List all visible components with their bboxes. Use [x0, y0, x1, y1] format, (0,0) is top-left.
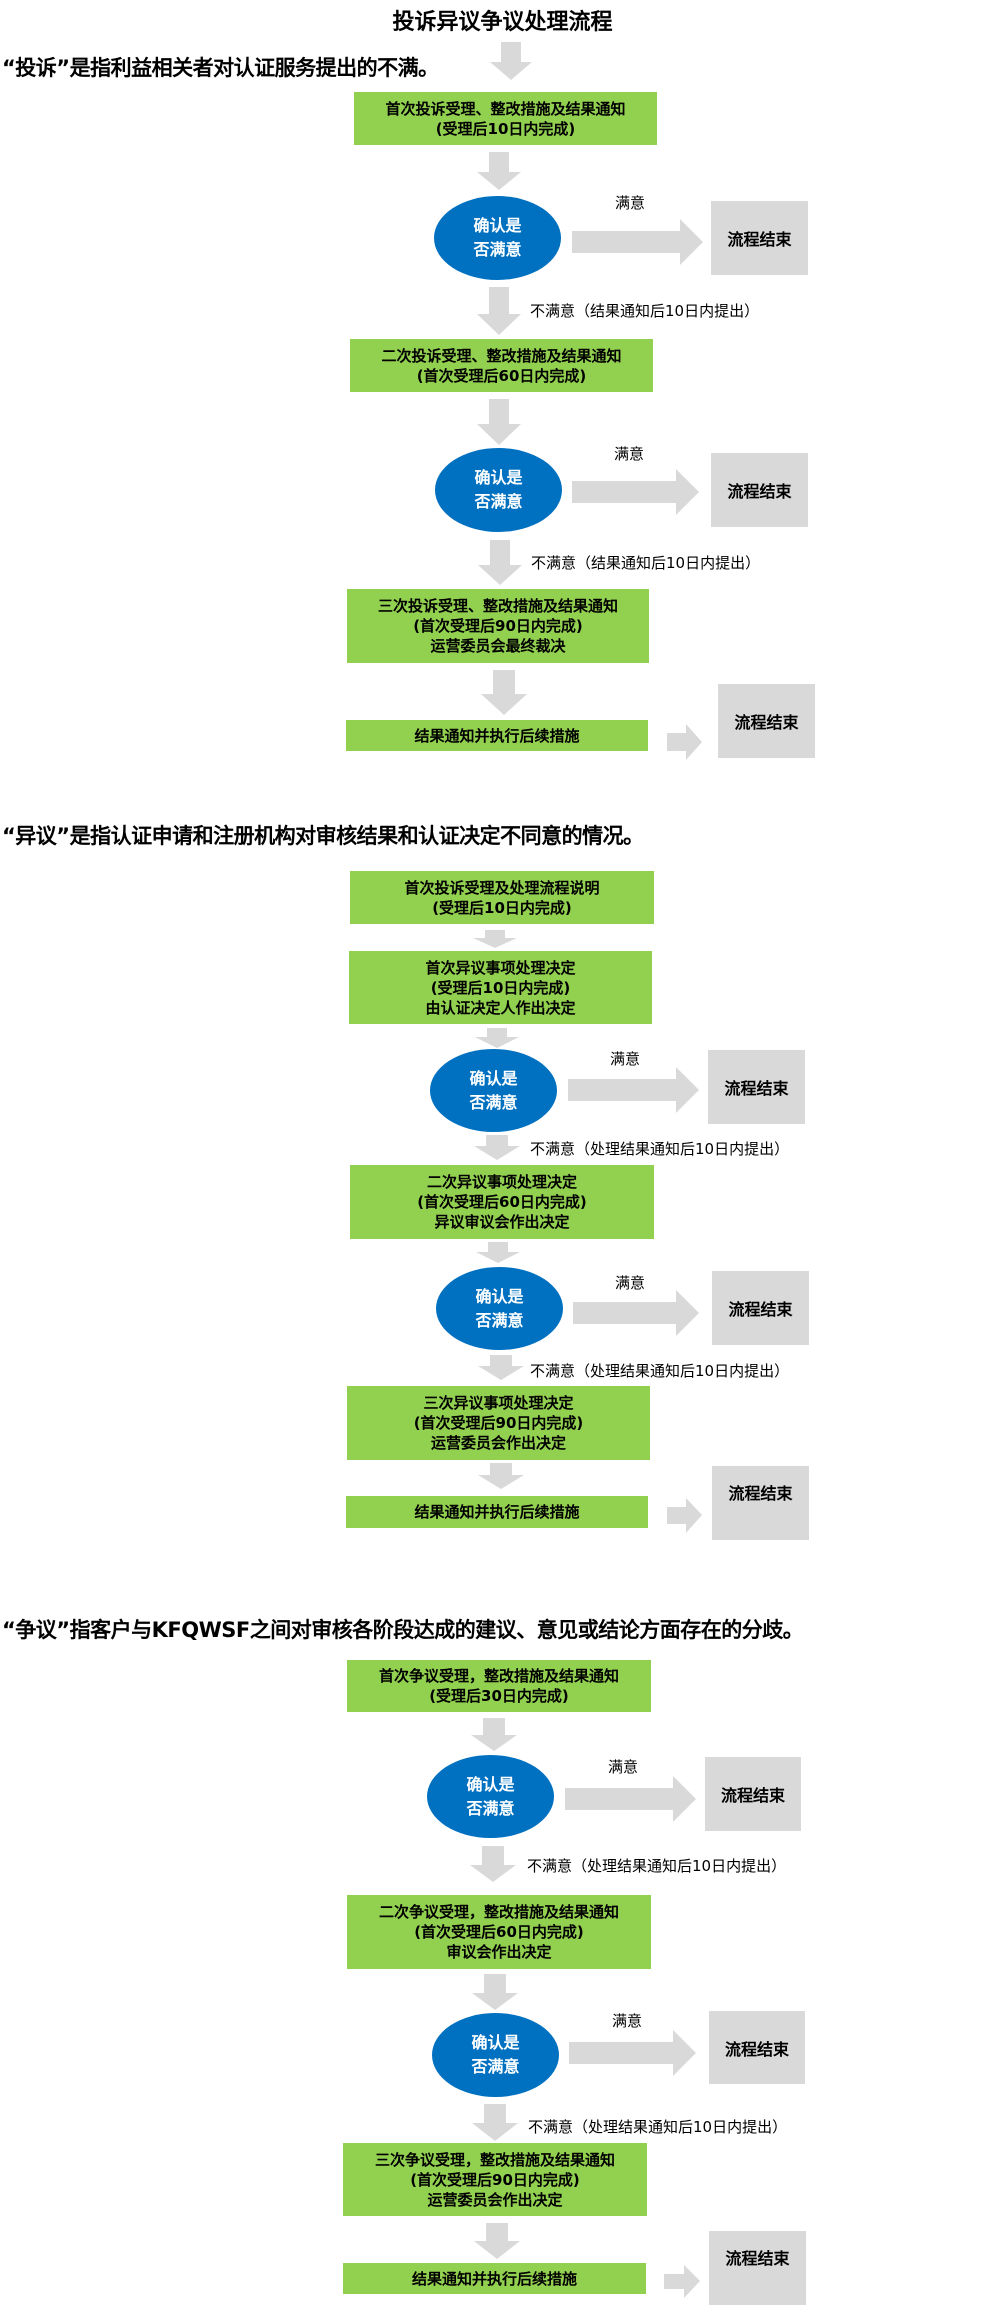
down-arrow-icon: [478, 540, 522, 585]
section-objection-heading: “异议”是指认证申请和注册机构对审核结果和认证决定不同意的情况。: [2, 824, 644, 848]
end-box: 流程结束: [709, 2011, 805, 2084]
section-dispute-heading: “争议”指客户与KFQWSF之间对审核各阶段达成的建议、意见或结论方面存在的分歧…: [2, 1618, 804, 1642]
objection-step-final: 结果通知并执行后续措施: [346, 1496, 648, 1528]
objection-step-3: 二次异议事项处理决定 (首次受理后60日内完成) 异议审议会作出决定: [350, 1165, 654, 1239]
down-arrow-icon: [478, 1355, 524, 1380]
objection-decision-2: 确认是 否满意: [436, 1267, 563, 1350]
section-complaint-heading: “投诉”是指利益相关者对认证服务提出的不满。: [2, 56, 439, 80]
objection-step-2: 首次异议事项处理决定 (受理后10日内完成) 由认证决定人作出决定: [349, 951, 652, 1024]
satisfied-label: 满意: [615, 194, 646, 212]
end-box: 流程结束: [712, 1271, 809, 1345]
right-arrow-icon: [573, 1290, 699, 1336]
unsatisfied-label: 不满意（处理结果通知后10日内提出）: [528, 2118, 788, 2136]
end-box: 流程结束: [709, 2231, 806, 2305]
right-arrow-icon: [565, 1776, 696, 1822]
right-arrow-icon: [667, 724, 702, 760]
complaint-step-final: 结果通知并执行后续措施: [346, 720, 648, 751]
dispute-step-3: 三次争议受理，整改措施及结果通知 (首次受理后90日内完成) 运营委员会作出决定: [343, 2143, 647, 2216]
unsatisfied-label: 不满意（结果通知后10日内提出）: [530, 302, 760, 320]
end-box: 流程结束: [718, 684, 815, 758]
objection-decision-1: 确认是 否满意: [430, 1049, 557, 1132]
satisfied-label: 满意: [615, 1274, 646, 1292]
down-arrow-icon: [478, 1463, 524, 1489]
down-arrow-icon: [470, 1846, 516, 1882]
down-arrow-icon: [490, 42, 532, 80]
down-arrow-icon: [477, 287, 521, 335]
end-box: 流程结束: [705, 1757, 801, 1831]
dispute-decision-2: 确认是 否满意: [432, 2013, 559, 2097]
right-arrow-icon: [568, 1067, 699, 1113]
dispute-step-2: 二次争议受理，整改措施及结果通知 (首次受理后60日内完成) 审议会作出决定: [347, 1895, 651, 1969]
satisfied-label: 满意: [610, 1050, 641, 1068]
unsatisfied-label: 不满意（处理结果通知后10日内提出）: [527, 1857, 787, 1875]
right-arrow-icon: [569, 2030, 696, 2076]
down-arrow-icon: [477, 152, 521, 190]
objection-step-4: 三次异议事项处理决定 (首次受理后90日内完成) 运营委员会作出决定: [347, 1386, 650, 1460]
down-arrow-icon: [472, 2104, 518, 2141]
down-arrow-icon: [476, 1242, 520, 1263]
unsatisfied-label: 不满意（处理结果通知后10日内提出）: [530, 1362, 790, 1380]
down-arrow-icon: [475, 1028, 519, 1048]
right-arrow-icon: [667, 1498, 702, 1533]
complaint-decision-2: 确认是 否满意: [435, 448, 562, 532]
satisfied-label: 满意: [612, 2012, 643, 2030]
down-arrow-icon: [481, 670, 527, 715]
end-box: 流程结束: [711, 201, 808, 275]
down-arrow-icon: [472, 1974, 518, 2010]
right-arrow-icon: [572, 469, 699, 515]
dispute-step-1: 首次争议受理，整改措施及结果通知 (受理后30日内完成): [347, 1660, 651, 1712]
page-title: 投诉异议争议处理流程: [392, 10, 613, 35]
down-arrow-icon: [471, 1718, 517, 1751]
objection-step-1: 首次投诉受理及处理流程说明 (受理后10日内完成): [350, 871, 654, 924]
down-arrow-icon: [477, 399, 521, 445]
end-box: 流程结束: [712, 1466, 809, 1540]
complaint-step-3: 三次投诉受理、整改措施及结果通知 (首次受理后90日内完成) 运营委员会最终裁决: [347, 589, 649, 663]
right-arrow-icon: [572, 219, 703, 265]
complaint-decision-1: 确认是 否满意: [434, 196, 561, 280]
end-box: 流程结束: [711, 453, 808, 527]
down-arrow-icon: [474, 1135, 520, 1160]
down-arrow-icon: [473, 930, 517, 948]
complaint-step-1: 首次投诉受理、整改措施及结果通知 (受理后10日内完成): [354, 92, 657, 145]
dispute-step-final: 结果通知并执行后续措施: [343, 2263, 646, 2294]
unsatisfied-label: 不满意（结果通知后10日内提出）: [531, 554, 761, 572]
satisfied-label: 满意: [614, 445, 645, 463]
unsatisfied-label: 不满意（处理结果通知后10日内提出）: [530, 1140, 790, 1158]
end-box: 流程结束: [708, 1050, 805, 1124]
satisfied-label: 满意: [608, 1758, 639, 1776]
dispute-decision-1: 确认是 否满意: [427, 1755, 554, 1838]
down-arrow-icon: [474, 2223, 520, 2259]
right-arrow-icon: [664, 2265, 700, 2298]
complaint-step-2: 二次投诉受理、整改措施及结果通知 (首次受理后60日内完成): [350, 339, 653, 392]
